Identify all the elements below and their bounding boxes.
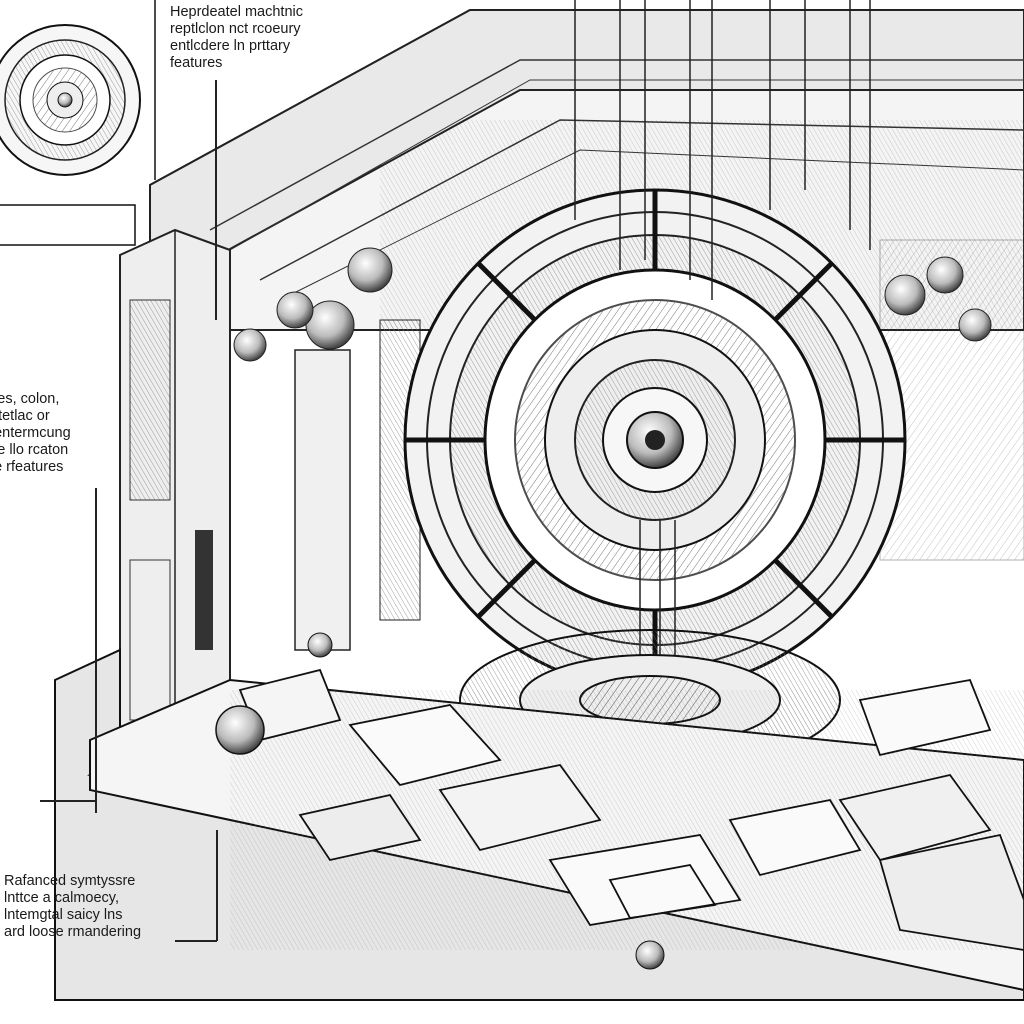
leader-line [175,940,217,942]
detail-inset [0,24,141,176]
right-lens [926,256,964,294]
floor-blocks [238,668,1024,951]
top-beam-line [209,59,1024,231]
leader-line [95,488,97,813]
right-lens [884,274,926,316]
inner-column [294,349,351,651]
left-lens [305,300,355,350]
pillar-panel [129,299,171,501]
leader-line [216,830,218,941]
floor-sphere [635,940,665,970]
left-lens [276,291,314,329]
floor-sphere [307,632,333,658]
left-lens [233,328,267,362]
annotation-top: Heprdeatel machtnic reptlclon nct rcoeur… [170,4,303,71]
leader-line [40,800,96,802]
inset-bracket [0,204,136,246]
right-lens [958,308,992,342]
floor-sphere [215,705,265,755]
top-beam-line [229,79,1024,251]
pillar-slot [195,530,213,650]
leader-line [215,80,217,320]
annotation-left: ales, colon, rstetlac or nentermcung ale… [0,391,71,475]
main-ring [403,188,907,692]
annotation-bottom: Rafanced symtyssre lnttce a calmoecy, ln… [4,873,142,940]
left-lens [347,247,393,293]
